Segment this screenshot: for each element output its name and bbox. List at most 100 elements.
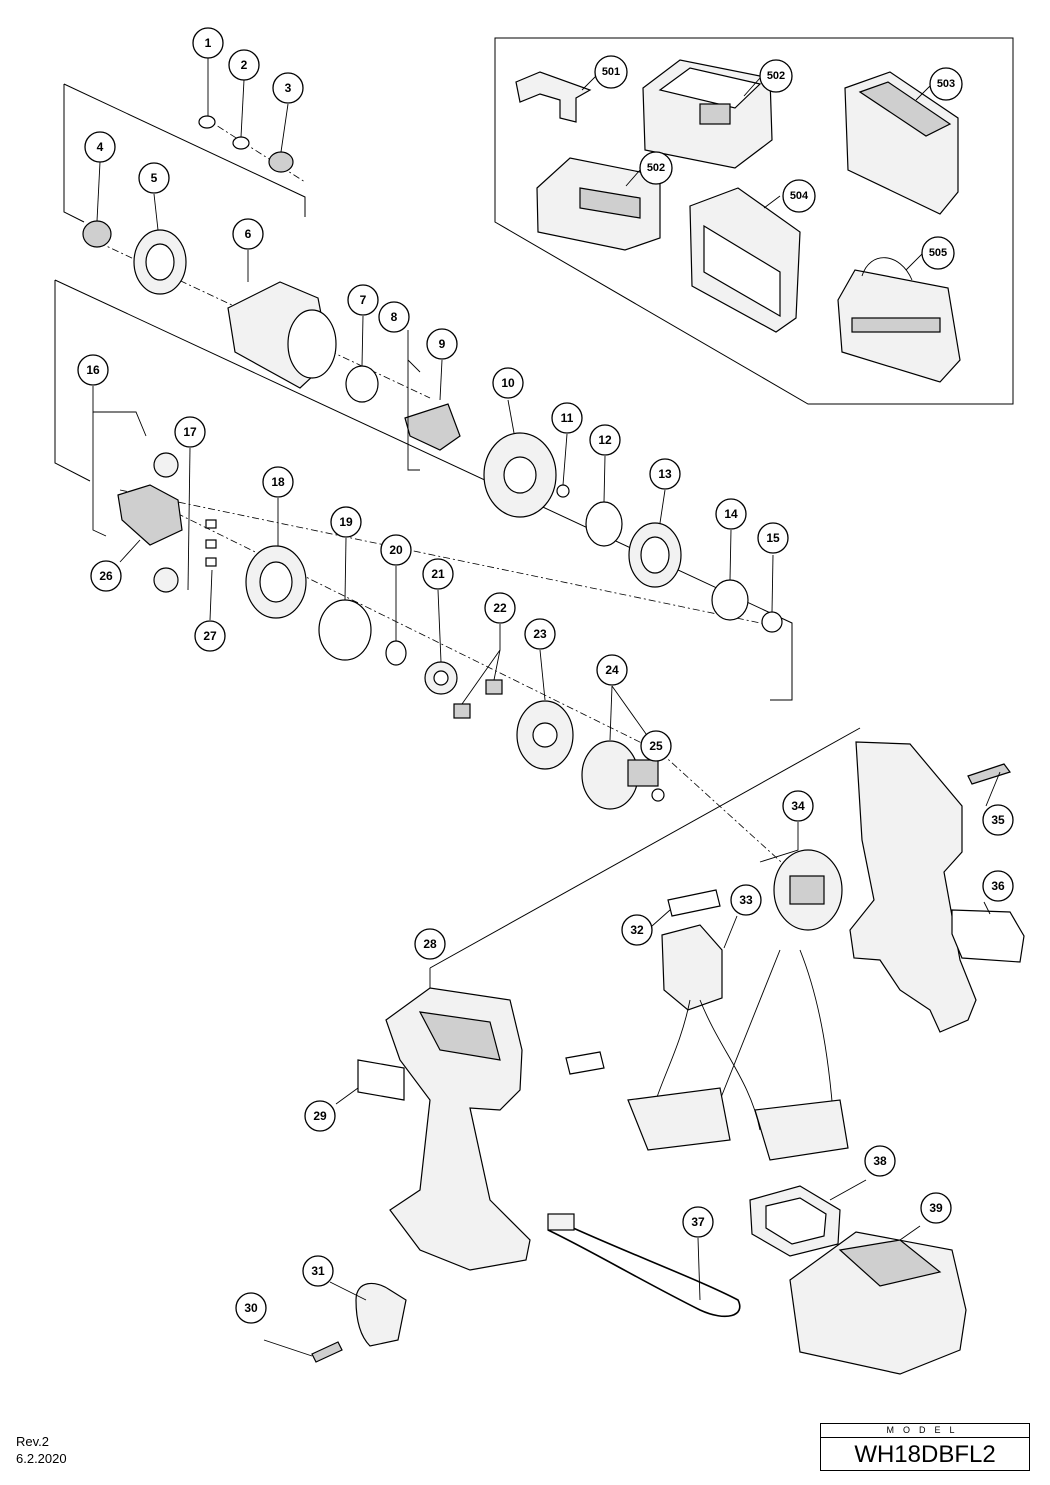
callout-19: 19 — [330, 506, 362, 538]
part-rubber-blocks — [453, 679, 503, 719]
callout-22: 22 — [484, 592, 516, 624]
assembly-axis-lines — [84, 117, 791, 871]
svg-text:502: 502 — [767, 70, 785, 82]
revision-date: 6.2.2020 — [16, 1451, 67, 1466]
part-bearing-holder — [516, 700, 574, 770]
accessory-hook-501 — [515, 71, 592, 123]
callout-18: 18 — [262, 466, 294, 498]
callout-501: 501 — [594, 55, 628, 89]
callout-23: 23 — [524, 618, 556, 650]
part-washer-12 — [585, 501, 623, 547]
callout-26: 26 — [90, 560, 122, 592]
callout-28: 28 — [414, 928, 446, 960]
callout-504: 504 — [782, 179, 816, 213]
callout-31: 31 — [302, 1255, 334, 1287]
accessory-charger-502-top — [642, 59, 773, 169]
svg-text:15: 15 — [766, 531, 780, 545]
callout-8: 8 — [378, 301, 410, 333]
svg-text:32: 32 — [630, 923, 644, 937]
accessory-case-504 — [689, 187, 801, 333]
callout-5: 5 — [138, 162, 170, 194]
svg-text:1: 1 — [205, 36, 212, 50]
part-battery-39 — [789, 1231, 967, 1375]
svg-text:29: 29 — [313, 1109, 327, 1123]
part-sleeve — [133, 229, 187, 295]
part-internal-gear — [245, 545, 307, 619]
callout-4: 4 — [84, 131, 116, 163]
callout-503: 503 — [929, 67, 963, 101]
svg-text:2: 2 — [241, 58, 248, 72]
callout-3: 3 — [272, 72, 304, 104]
callout-29: 29 — [304, 1100, 336, 1132]
callout-21: 21 — [422, 558, 454, 590]
svg-text:16: 16 — [86, 363, 100, 377]
callout-16: 16 — [77, 354, 109, 386]
svg-text:504: 504 — [790, 190, 809, 202]
callout-36: 36 — [982, 870, 1014, 902]
svg-text:8: 8 — [391, 310, 398, 324]
svg-text:501: 501 — [602, 66, 620, 78]
callout-13: 13 — [649, 458, 681, 490]
part-housing-right — [849, 741, 977, 1033]
callout-505: 505 — [921, 236, 955, 270]
callout-2: 2 — [228, 49, 260, 81]
part-steel-balls — [556, 484, 570, 498]
svg-text:20: 20 — [389, 543, 403, 557]
part-ring-15 — [761, 611, 783, 633]
callout-27: 27 — [194, 620, 226, 652]
part-planet-gear-upper — [153, 452, 179, 478]
part-switch-33 — [661, 924, 723, 1011]
part-rotor — [581, 740, 665, 810]
callout-15: 15 — [757, 522, 789, 554]
svg-text:505: 505 — [929, 247, 947, 259]
accessories-frame — [494, 37, 1014, 405]
part-screw-30 — [311, 1341, 343, 1363]
callout-34: 34 — [782, 790, 814, 822]
svg-text:6: 6 — [245, 227, 252, 241]
svg-text:12: 12 — [598, 433, 612, 447]
svg-text:17: 17 — [183, 425, 197, 439]
svg-text:11: 11 — [561, 411, 574, 425]
part-label-36 — [951, 909, 1025, 963]
part-o-ring — [232, 136, 250, 150]
part-hook-31 — [355, 1282, 407, 1347]
part-washer-20 — [385, 640, 407, 666]
callout-32: 32 — [621, 914, 653, 946]
svg-text:24: 24 — [605, 663, 619, 677]
callout-14: 14 — [715, 498, 747, 530]
part-hammer-case — [227, 281, 337, 389]
svg-text:26: 26 — [99, 569, 113, 583]
svg-text:23: 23 — [533, 627, 547, 641]
svg-text:39: 39 — [929, 1201, 943, 1215]
model-caption: MODEL — [821, 1424, 1029, 1438]
svg-text:38: 38 — [873, 1154, 887, 1168]
part-o-ring-19 — [318, 599, 372, 661]
part-nameplate-29 — [357, 1059, 405, 1101]
part-hammer-spring — [628, 522, 682, 588]
callout-10: 10 — [492, 367, 524, 399]
part-pins — [205, 519, 217, 567]
svg-text:19: 19 — [339, 515, 353, 529]
callout-17: 17 — [174, 416, 206, 448]
callout-38: 38 — [864, 1145, 896, 1177]
svg-text:21: 21 — [431, 567, 445, 581]
part-housing-left — [385, 987, 531, 1271]
part-ball-bearing-21 — [424, 661, 458, 695]
accessory-charger-502-bottom — [536, 157, 661, 251]
svg-text:25: 25 — [649, 739, 663, 753]
callout-7: 7 — [347, 284, 379, 316]
svg-text:36: 36 — [991, 879, 1005, 893]
svg-text:7: 7 — [360, 293, 367, 307]
callout-502-bottom: 502 — [639, 151, 673, 185]
callout-39: 39 — [920, 1192, 952, 1224]
svg-text:35: 35 — [991, 813, 1005, 827]
callout-9: 9 — [426, 328, 458, 360]
svg-text:18: 18 — [271, 475, 285, 489]
svg-text:33: 33 — [739, 893, 753, 907]
callout-11: 11 — [551, 402, 583, 434]
callout-25: 25 — [640, 730, 672, 762]
leader-lines — [92, 58, 1001, 1357]
svg-text:28: 28 — [423, 937, 437, 951]
callout-24: 24 — [596, 654, 628, 686]
